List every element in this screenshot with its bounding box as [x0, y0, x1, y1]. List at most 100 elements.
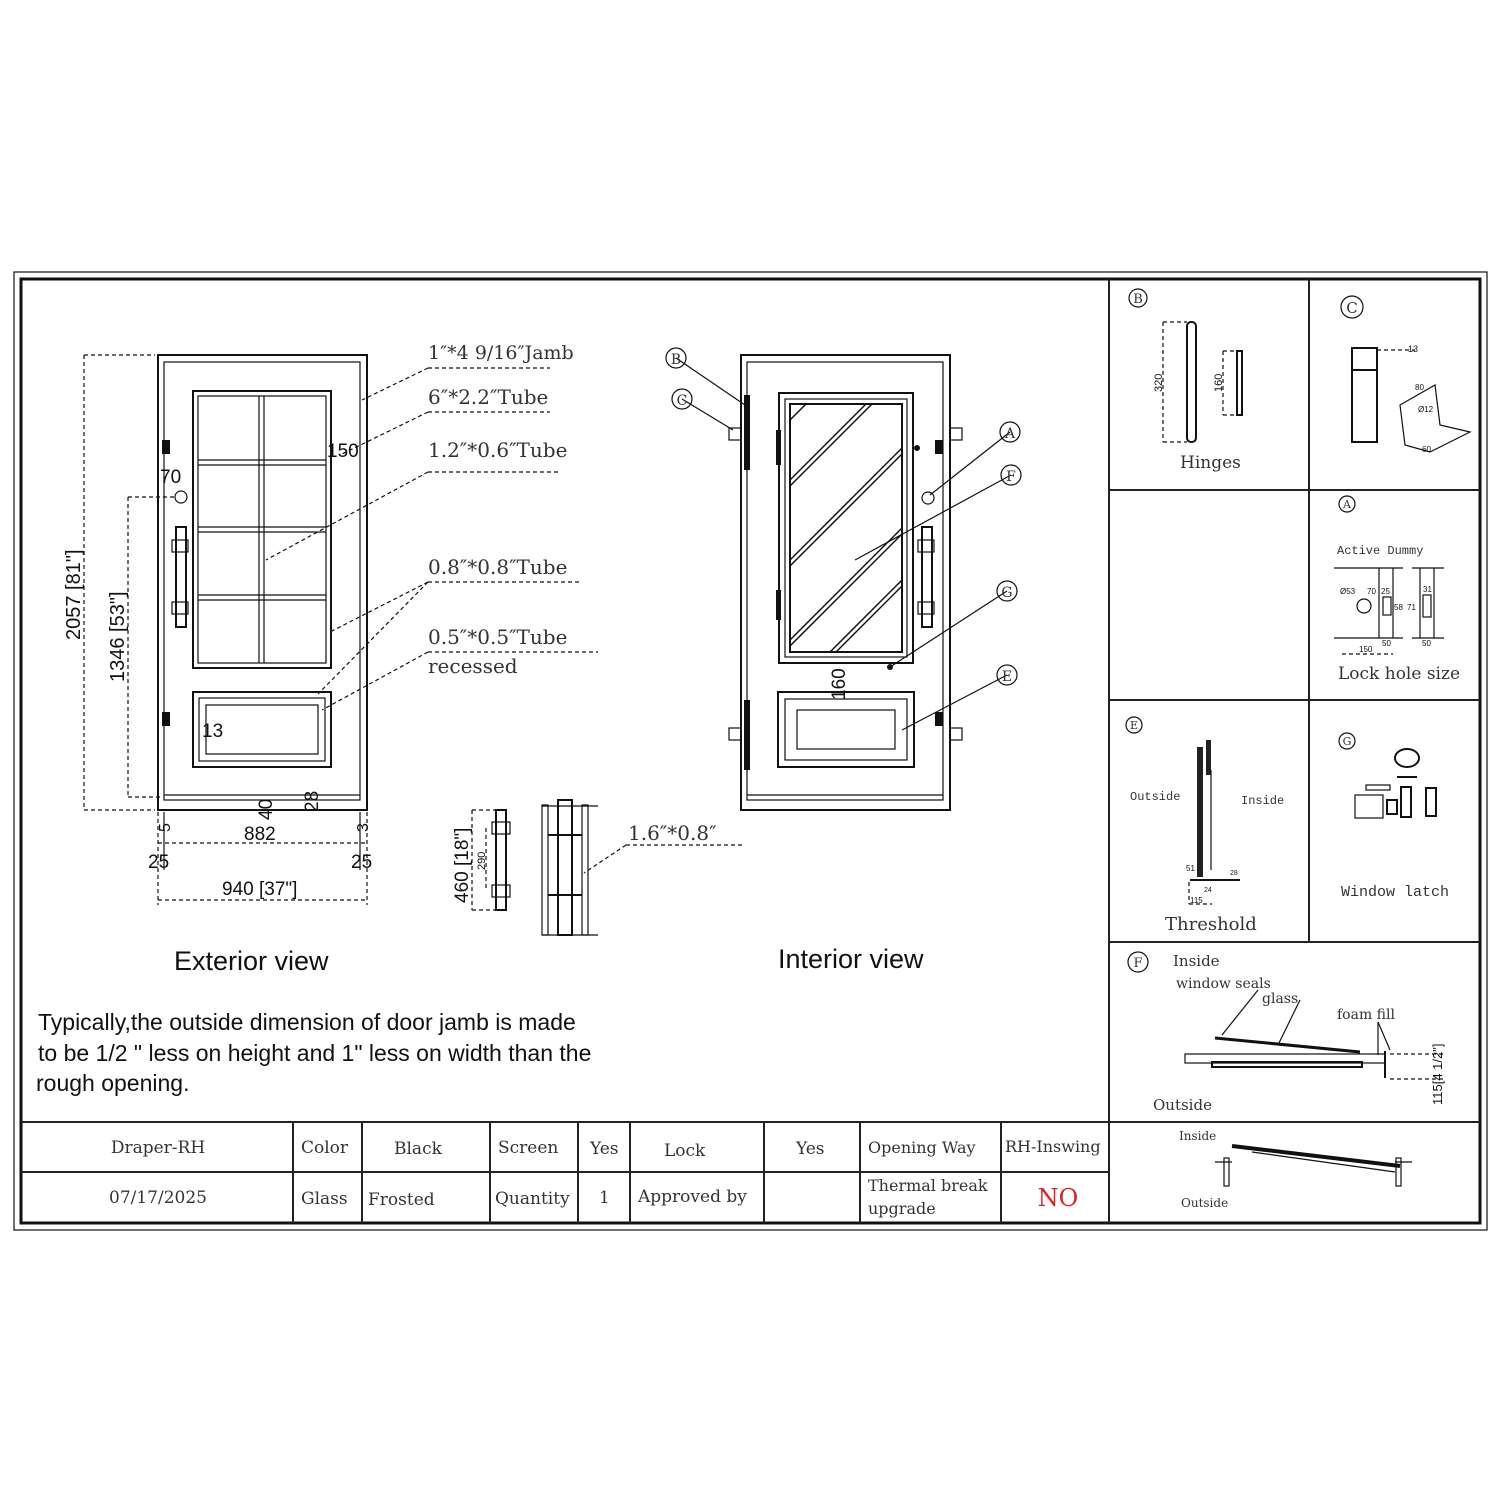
svg-text:160: 160 — [1213, 374, 1225, 392]
callout-jamb: 1″*4 9/16″Jamb — [428, 342, 574, 364]
swing-outside-label: Outside — [1181, 1196, 1228, 1210]
exterior-dimensions — [83, 354, 368, 905]
svg-text:B: B — [671, 352, 681, 368]
window-latch-label: Window latch — [1341, 884, 1449, 901]
dim-3: 3 — [355, 823, 372, 832]
dim-28: 28 — [302, 791, 323, 812]
svg-text:A: A — [1342, 498, 1352, 511]
svg-text:E: E — [1130, 719, 1138, 732]
dim-5: 5 — [157, 823, 174, 832]
svg-text:Ø53: Ø53 — [1340, 587, 1356, 596]
section-foam-fill-label: foam fill — [1337, 1007, 1395, 1023]
hinges-label: Hinges — [1180, 453, 1241, 473]
model-name: Draper-RH — [111, 1138, 205, 1158]
screen-value: Yes — [589, 1139, 619, 1159]
color-value: Black — [394, 1139, 443, 1159]
inner-border — [19, 277, 1482, 1225]
svg-text:A: A — [1004, 426, 1016, 442]
section-glass-label: glass — [1262, 991, 1298, 1007]
svg-text:50: 50 — [1422, 639, 1431, 648]
callout-05x05-tube: 0.5″*0.5″Tube — [428, 625, 567, 649]
dim-13: 13 — [202, 721, 223, 742]
dim-70: 70 — [160, 467, 181, 488]
svg-text:320: 320 — [1153, 374, 1165, 392]
dim-25-left: 25 — [148, 852, 169, 873]
quantity-value: 1 — [599, 1188, 610, 1208]
svg-text:70: 70 — [1367, 587, 1376, 596]
opening-way-label: Opening Way — [868, 1138, 976, 1157]
svg-text:C: C — [677, 393, 688, 409]
screen-label: Screen — [498, 1138, 558, 1158]
lock-label: Lock — [664, 1141, 706, 1161]
interior-callout-leaders — [675, 357, 1012, 731]
callout-recessed: recessed — [428, 654, 518, 678]
outer-border — [13, 271, 1488, 1231]
handle-length-dimension: 460 [18"] — [452, 828, 473, 903]
note-line-2: to be 1/2 " less on height and 1" less o… — [38, 1040, 591, 1066]
callout-6x22-tube: 6″*2.2″Tube — [428, 385, 548, 409]
svg-text:F: F — [1133, 956, 1142, 971]
thermal-break-value: NO — [1038, 1184, 1079, 1212]
svg-text:24: 24 — [1204, 887, 1212, 894]
interior-view-title: Interior view — [778, 944, 924, 974]
threshold-label: Threshold — [1165, 914, 1257, 935]
exterior-view-title: Exterior view — [174, 946, 329, 976]
approved-by-label: Approved by — [637, 1187, 747, 1207]
bracket-detail: C Ø12 80 60 13 — [1340, 295, 1472, 454]
svg-text:G: G — [1001, 585, 1012, 601]
lock-hole-label: Lock hole size — [1338, 664, 1460, 684]
quantity-label: Quantity — [495, 1189, 570, 1209]
svg-text:Ø12: Ø12 — [1418, 405, 1434, 414]
callout-12x06-tube: 1.2″*0.6″Tube — [428, 438, 567, 462]
dim-940: 940 [37"] — [222, 879, 297, 900]
callout-leaders — [265, 367, 745, 874]
marker-c: C — [671, 388, 693, 410]
svg-text:51: 51 — [1186, 864, 1195, 873]
handle-height-dimension: 1346 [53"] — [107, 591, 129, 682]
marker-e: E — [996, 664, 1018, 686]
drawing-date: 07/17/2025 — [109, 1188, 207, 1208]
lock-value: Yes — [795, 1139, 825, 1159]
section-inside-label: Inside — [1173, 952, 1220, 970]
handle-detail — [471, 799, 598, 936]
svg-text:71: 71 — [1407, 603, 1416, 612]
glass-section-detail: F 115[4 1/2"] — [1127, 951, 1445, 1105]
svg-text:31: 31 — [1423, 585, 1432, 594]
svg-text:25: 25 — [1381, 587, 1390, 596]
marker-g: G — [996, 580, 1018, 602]
dim-25-right: 25 — [351, 852, 372, 873]
hinges-detail: B 320 160 — [1128, 288, 1243, 443]
svg-text:115: 115 — [1190, 896, 1203, 905]
dim-160: 160 — [829, 668, 850, 700]
svg-text:58: 58 — [1394, 603, 1403, 612]
window-latch-detail: G — [1338, 732, 1437, 819]
height-dimension: 2057 [81"] — [63, 549, 85, 640]
glass-label: Glass — [301, 1189, 348, 1209]
dim-40: 40 — [256, 799, 277, 820]
callout-16x08: 1.6″*0.8″ — [628, 821, 717, 845]
note-line-1: Typically,the outside dimension of door … — [38, 1009, 576, 1035]
section-window-seals-label: window seals — [1176, 976, 1271, 992]
grid-lines — [21, 279, 1480, 1223]
thermal-break-label-1: Thermal break — [868, 1176, 988, 1195]
threshold-outside-label: Outside — [1130, 790, 1180, 804]
svg-text:E: E — [1002, 669, 1012, 685]
note-line-3: rough opening. — [36, 1070, 189, 1096]
svg-text:50: 50 — [1382, 639, 1391, 648]
thermal-break-label-2: upgrade — [868, 1199, 936, 1218]
exterior-door — [157, 354, 368, 811]
svg-text:13: 13 — [1408, 344, 1418, 354]
swing-inside-label: Inside — [1179, 1129, 1216, 1143]
marker-f: F — [1000, 464, 1022, 486]
svg-text:115[4 1/2"]: 115[4 1/2"] — [1430, 1044, 1445, 1105]
svg-text:B: B — [1133, 292, 1143, 307]
svg-text:Active Dummy: Active Dummy — [1337, 544, 1423, 558]
spec-table: Draper-RH 07/17/2025 Color Black Glass F… — [109, 1137, 1101, 1218]
threshold-detail: E 51 115 24 28 — [1125, 716, 1240, 905]
handle-holes-dimension: 290 — [476, 852, 488, 870]
swing-plan-detail — [1215, 1144, 1412, 1187]
dim-150: 150 — [327, 441, 359, 462]
interior-door — [728, 354, 963, 811]
svg-text:C: C — [1346, 299, 1357, 317]
